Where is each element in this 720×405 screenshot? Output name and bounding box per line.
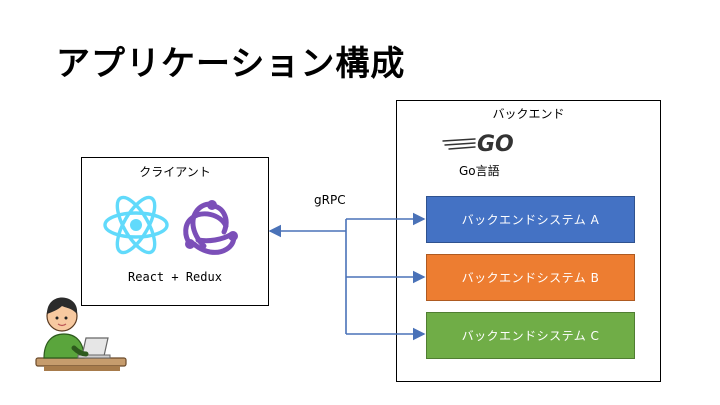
go-language-label: Go言語 [459,164,500,178]
grpc-label: gRPC [314,193,346,207]
client-box: クライアント React + Redux [81,157,269,306]
backend-system-b-label: バックエンドシステム B [461,271,600,285]
client-label: クライアント [139,165,211,179]
backend-system-c: バックエンドシステム C [426,312,635,359]
backend-label: バックエンド [492,107,565,121]
go-logo-text: GO [477,132,514,157]
react-icon [103,195,169,255]
backend-system-c-label: バックエンドシステム C [461,329,600,343]
client-tech-caption: React + Redux [128,270,222,284]
go-gopher-logo: GO [442,132,514,157]
person-with-laptop-icon [35,297,127,371]
redux-icon [183,200,238,255]
backend-system-a: バックエンドシステム A [426,196,635,243]
backend-system-b: バックエンドシステム B [426,254,635,301]
slide-title: アプリケーション構成 [56,44,406,84]
backend-system-a-label: バックエンドシステム A [461,213,600,227]
